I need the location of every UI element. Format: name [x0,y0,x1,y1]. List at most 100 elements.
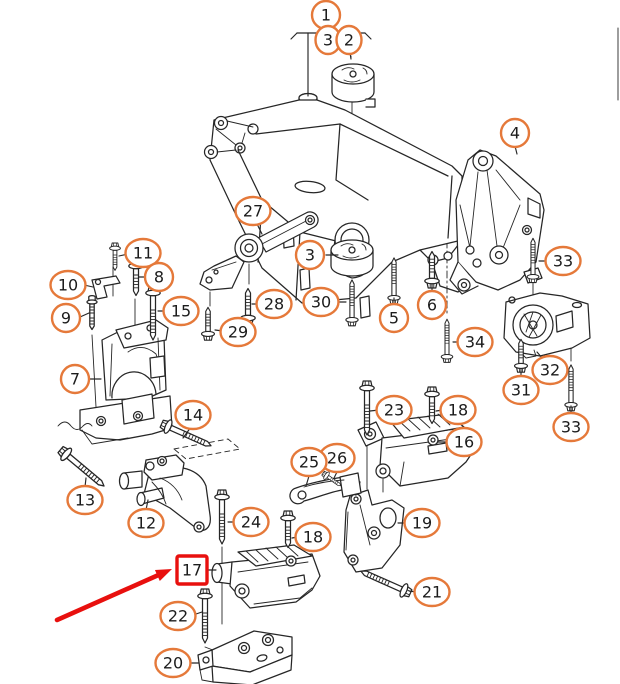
callout-circle [294,239,326,271]
leader-line [79,312,90,318]
callout-number: 13 [75,491,95,510]
callout-circle [378,302,410,334]
callout-23[interactable]: 23 [375,394,413,426]
callout-number: 33 [553,252,573,271]
callout-32[interactable]: 32 [531,354,569,386]
callout-number: 21 [422,583,442,602]
gearbox-bracket [449,149,545,295]
engine-mount-17-highlighted [211,544,321,609]
callout-number: 3 [305,246,315,265]
callout-22[interactable]: 22 [159,600,197,632]
callout-circle [544,245,582,277]
callout-34[interactable]: 34 [456,326,494,358]
callout-19[interactable]: 19 [403,507,441,539]
callout-26[interactable]: 26 [318,442,356,474]
callout-circle [456,326,494,358]
highlight-annotations [54,569,172,623]
callout-circle [302,286,340,318]
callout-number: 17 [182,561,202,580]
callout-15[interactable]: 15 [162,295,200,327]
callout-10[interactable]: 10 [49,269,87,301]
bolt-11 [109,242,121,271]
bolt-34 [440,318,454,363]
callout-circle [232,506,270,538]
callout-11[interactable]: 11 [124,237,162,269]
callout-circle [290,446,328,478]
callout-number: 27 [243,202,263,221]
callout-33[interactable]: 33 [552,411,590,443]
highlight-arrow-shaft [54,571,164,623]
callout-21[interactable]: 21 [413,576,451,608]
leader-line [364,32,372,40]
callout-12[interactable]: 12 [127,507,165,539]
callout-number: 3 [323,31,333,50]
callout-3[interactable]: 3 [294,239,326,271]
callout-circle [413,576,451,608]
callout-circle [49,269,87,301]
callout-circle [499,117,531,149]
callout-24[interactable]: 24 [232,506,270,538]
bolt-13 [55,443,110,493]
bonded-mount-upper [331,63,376,108]
callout-number: 33 [561,418,581,437]
callout-circle [66,484,104,516]
bolt-24 [214,489,230,545]
callout-number: 9 [61,309,71,328]
callout-20[interactable]: 20 [154,647,192,679]
callout-number: 8 [154,268,164,287]
callout-number: 34 [465,333,485,352]
callout-number: 5 [389,309,399,328]
callout-18[interactable]: 18 [294,521,332,553]
callout-number: 18 [303,528,323,547]
callout-circle [162,295,200,327]
callout-30[interactable]: 30 [302,286,340,318]
callout-number: 1 [321,6,331,25]
callout-number: 22 [168,607,188,626]
callout-33[interactable]: 33 [544,245,582,277]
callout-circle [416,289,448,321]
callout-number: 26 [327,449,347,468]
callout-number: 30 [311,293,331,312]
callout-number: 20 [163,654,183,673]
callout-27[interactable]: 27 [234,195,272,227]
callout-circle [552,411,590,443]
callout-1[interactable]: 1 [310,0,342,31]
callout-number: 25 [299,453,319,472]
callout-28[interactable]: 28 [255,288,293,320]
callout-number: 31 [511,381,531,400]
callout-number: 19 [412,514,432,533]
callout-circle [375,394,413,426]
callout-16[interactable]: 16 [445,426,483,458]
callout-18[interactable]: 18 [439,394,477,426]
callout-number: 28 [264,295,284,314]
callout-17-highlighted[interactable]: 17 [175,554,209,586]
bonded-mount-lower [330,239,374,277]
callout-2[interactable]: 2 [335,24,363,56]
leader-line [290,32,298,40]
callout-circle [335,24,363,56]
callout-29[interactable]: 29 [219,316,257,348]
stud-9 [86,294,98,331]
callout-5[interactable]: 5 [378,302,410,334]
callout-7[interactable]: 7 [59,363,91,395]
callout-25[interactable]: 25 [290,446,328,478]
callout-13[interactable]: 13 [66,484,104,516]
callout-4[interactable]: 4 [499,117,531,149]
bolt-18 [280,510,296,549]
callout-number: 10 [58,276,78,295]
callout-number: 29 [228,323,248,342]
callout-31[interactable]: 31 [502,374,540,406]
callout-8[interactable]: 8 [143,261,175,293]
small-bracket-10 [91,275,121,300]
pendulum-support [199,211,319,291]
callout-number: 32 [540,361,560,380]
callout-circle [174,399,212,431]
callout-circle [294,521,332,553]
callout-9[interactable]: 9 [50,302,82,334]
callout-number: 12 [136,514,156,533]
callout-14[interactable]: 14 [174,399,212,431]
callout-6[interactable]: 6 [416,289,448,321]
callout-number: 4 [510,124,520,143]
